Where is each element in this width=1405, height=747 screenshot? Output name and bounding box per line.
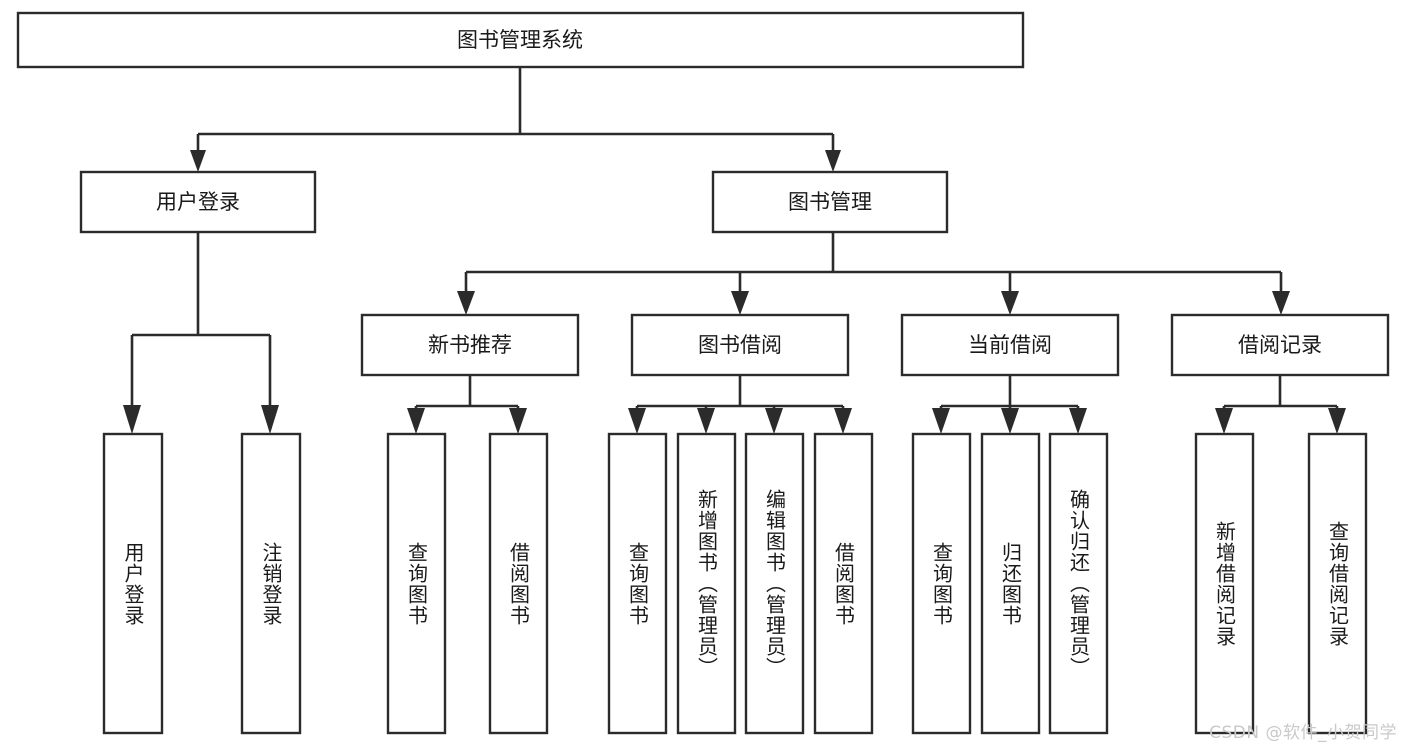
node-leaf-query-book-2[interactable] (607, 432, 668, 735)
connector-currentborrow-to-leaves (932, 375, 1087, 434)
connector-bookmanage-to-level3 (457, 232, 1290, 315)
node-current-borrow-label: 当前借阅 (968, 333, 1052, 357)
node-new-book-recommend-label: 新书推荐 (428, 333, 512, 357)
node-book-manage-label: 图书管理 (788, 190, 872, 214)
node-leaf-user-login-label: 用户登录 (121, 541, 145, 626)
node-leaf-confirm-return-label: 确认归还（管理员） (1066, 489, 1091, 678)
connector-borrowrecord-to-leaves (1215, 375, 1346, 434)
node-book-borrow-label: 图书借阅 (698, 333, 782, 357)
node-leaf-query-book-1-label: 查询图书 (404, 541, 429, 626)
node-leaf-borrow-book-2-label: 借阅图书 (831, 541, 856, 626)
node-leaf-add-book-label: 新增图书（管理员） (694, 489, 719, 678)
node-borrow-record-label: 借阅记录 (1238, 333, 1322, 357)
node-leaf-user-logout-label: 注销登录 (259, 541, 283, 626)
connector-root-to-level2 (190, 67, 841, 172)
node-leaf-add-record[interactable] (1194, 432, 1255, 735)
node-leaf-confirm-return[interactable] (1048, 432, 1109, 735)
node-leaf-query-book-2-label: 查询图书 (625, 541, 650, 626)
node-leaf-add-book[interactable] (676, 432, 737, 735)
connector-newbook-to-leaves (407, 375, 527, 434)
node-leaf-return-book-label: 归还图书 (998, 541, 1023, 626)
leaf-boxes (102, 432, 1368, 735)
node-book-manage[interactable]: 图书管理 (711, 170, 949, 234)
node-leaf-query-book-3[interactable] (911, 432, 972, 735)
node-leaf-query-record[interactable] (1307, 432, 1368, 735)
node-root-label: 图书管理系统 (457, 28, 583, 52)
node-leaf-query-book-3-label: 查询图书 (929, 541, 954, 626)
node-borrow-record[interactable]: 借阅记录 (1170, 313, 1390, 377)
node-root[interactable]: 图书管理系统 (16, 11, 1025, 69)
connector-userlogin-to-leaves (123, 232, 279, 434)
node-new-book-recommend[interactable]: 新书推荐 (360, 313, 580, 377)
node-leaf-borrow-book-1-label: 借阅图书 (506, 541, 531, 626)
node-book-borrow[interactable]: 图书借阅 (630, 313, 850, 377)
node-user-login[interactable]: 用户登录 (79, 170, 317, 234)
node-leaf-user-login[interactable] (102, 432, 164, 735)
connector-bookborrow-to-leaves (628, 375, 852, 434)
node-leaf-edit-book[interactable] (744, 432, 805, 735)
node-current-borrow[interactable]: 当前借阅 (900, 313, 1120, 377)
node-leaf-query-record-label: 查询借阅记录 (1325, 520, 1350, 647)
node-leaf-query-book-1[interactable] (386, 432, 447, 735)
csdn-watermark: CSDN @软件_小贺同学 (1209, 723, 1397, 743)
node-leaf-user-logout[interactable] (240, 432, 302, 735)
node-leaf-edit-book-label: 编辑图书（管理员） (762, 489, 787, 678)
node-leaf-borrow-book-2[interactable] (813, 432, 874, 735)
node-leaf-add-record-label: 新增借阅记录 (1212, 520, 1237, 647)
node-leaf-borrow-book-1[interactable] (488, 432, 549, 735)
node-leaf-return-book[interactable] (980, 432, 1041, 735)
node-user-login-label: 用户登录 (156, 190, 240, 214)
